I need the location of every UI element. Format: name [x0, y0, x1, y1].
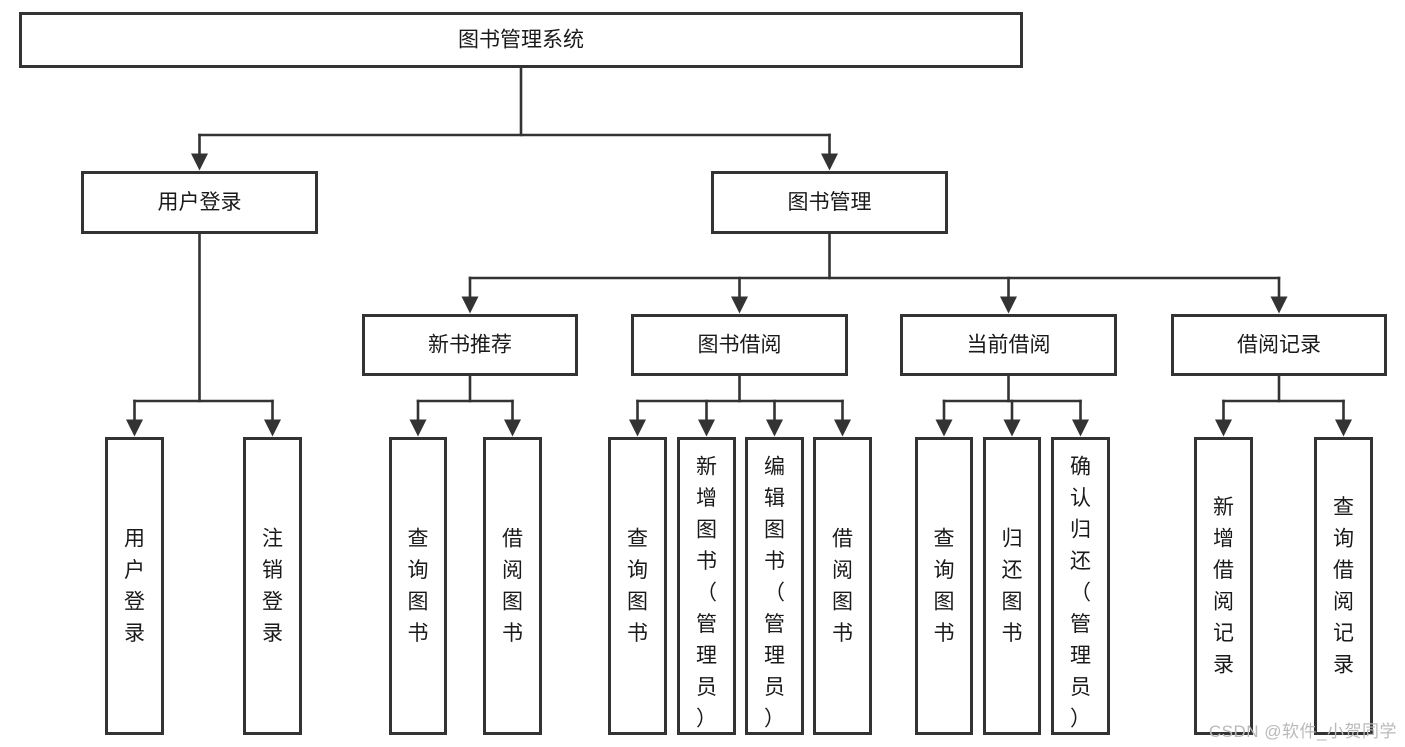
node-box [631, 314, 848, 376]
node-leaf-user-logout[interactable]: 注销登录 [243, 437, 302, 735]
node-leaf-query-book-borrow[interactable]: 查询图书 [608, 437, 667, 735]
connector-current-to-leaves [935, 374, 1089, 437]
node-leaf-user-login[interactable]: 用户登录 [105, 437, 164, 735]
arrow-head-icon [766, 419, 783, 437]
node-box [389, 437, 447, 735]
connector-bookmanage-to-level3 [461, 232, 1288, 314]
node-label: 图书管理系统 [458, 29, 584, 52]
node-book-borrow[interactable]: 图书借阅 [631, 314, 848, 376]
node-label: 借阅图书 [832, 528, 853, 646]
node-borrow-record[interactable]: 借阅记录 [1171, 314, 1387, 376]
arrow-head-icon [191, 153, 208, 171]
node-box [711, 171, 948, 234]
arrow-head-icon [504, 419, 521, 437]
node-box [745, 437, 804, 735]
node-box [19, 12, 1023, 68]
node-label: 图书管理 [788, 191, 872, 214]
connector-borrow-to-leaves [629, 374, 851, 437]
node-label: 用户登录 [158, 191, 242, 214]
node-box [677, 437, 736, 735]
node-label: 查询图书 [627, 528, 648, 646]
arrow-head-icon [461, 296, 479, 314]
node-leaf-query-book-rec[interactable]: 查询图书 [389, 437, 447, 735]
node-leaf-borrow-book-rec[interactable]: 借阅图书 [483, 437, 542, 735]
arrow-head-icon [834, 419, 851, 437]
node-label: 新书推荐 [428, 334, 512, 357]
node-box [813, 437, 872, 735]
arrow-head-icon [264, 419, 281, 437]
node-leaf-borrow-book[interactable]: 借阅图书 [813, 437, 872, 735]
arrow-head-icon [1215, 419, 1232, 437]
arrow-head-icon [1335, 419, 1352, 437]
node-label: 借阅图书 [502, 528, 523, 646]
nodes-layer: 图书管理系统用户登录图书管理新书推荐图书借阅当前借阅借阅记录用户登录注销登录查询… [19, 12, 1387, 735]
node-label: 查询借阅记录 [1333, 496, 1354, 677]
arrow-head-icon [629, 419, 646, 437]
node-current-borrow[interactable]: 当前借阅 [900, 314, 1117, 376]
node-box [1051, 437, 1110, 735]
arrow-head-icon [1003, 419, 1021, 437]
node-new-book-recommend[interactable]: 新书推荐 [362, 314, 578, 376]
node-root[interactable]: 图书管理系统 [19, 12, 1023, 68]
arrow-head-icon [698, 419, 715, 437]
connector-root-to-level2 [191, 66, 838, 171]
connector-userlogin-to-leaves [126, 232, 281, 437]
node-box [1171, 314, 1387, 376]
arrow-head-icon [409, 419, 427, 437]
node-box [900, 314, 1117, 376]
node-box [362, 314, 578, 376]
node-box [105, 437, 164, 735]
node-leaf-add-book-admin[interactable]: 新增图书（管理员） [677, 437, 736, 735]
node-label: 用户登录 [124, 528, 145, 646]
node-label: 当前借阅 [967, 334, 1051, 357]
node-box [608, 437, 667, 735]
watermark-label: CSDN @软件_小贺同学 [1208, 722, 1397, 741]
node-box [1194, 437, 1253, 735]
node-leaf-query-borrow-record[interactable]: 查询借阅记录 [1314, 437, 1373, 735]
node-leaf-add-borrow-record[interactable]: 新增借阅记录 [1194, 437, 1253, 735]
node-label: 借阅记录 [1237, 334, 1321, 357]
node-leaf-edit-book-admin[interactable]: 编辑图书（管理员） [745, 437, 804, 735]
node-label: 确认归还（管理员） [1070, 456, 1091, 731]
arrow-head-icon [1000, 296, 1017, 314]
arrow-head-icon [1270, 296, 1288, 314]
node-box [983, 437, 1041, 735]
node-user-login[interactable]: 用户登录 [81, 171, 318, 234]
arrow-head-icon [1072, 419, 1089, 437]
arrow-head-icon [821, 153, 838, 171]
connectors-layer [126, 66, 1352, 437]
arrow-head-icon [935, 419, 953, 437]
node-leaf-confirm-return-admin[interactable]: 确认归还（管理员） [1051, 437, 1110, 735]
node-label: 查询图书 [408, 528, 429, 646]
node-box [1314, 437, 1373, 735]
node-label: 新增借阅记录 [1213, 496, 1234, 677]
node-box [915, 437, 973, 735]
node-label: 注销登录 [262, 528, 283, 646]
node-label: 编辑图书（管理员） [764, 456, 785, 731]
arrow-head-icon [731, 296, 748, 314]
node-label: 图书借阅 [698, 334, 782, 357]
node-box [483, 437, 542, 735]
node-box [81, 171, 318, 234]
node-label: 归还图书 [1002, 528, 1023, 646]
node-leaf-return-book[interactable]: 归还图书 [983, 437, 1041, 735]
arrow-head-icon [126, 419, 143, 437]
connector-recommend-to-leaves [409, 374, 521, 437]
node-book-manage[interactable]: 图书管理 [711, 171, 948, 234]
node-label: 新增图书（管理员） [696, 456, 717, 731]
node-leaf-query-book-cur[interactable]: 查询图书 [915, 437, 973, 735]
connector-record-to-leaves [1215, 374, 1352, 437]
node-label: 查询图书 [934, 528, 955, 646]
node-box [243, 437, 302, 735]
